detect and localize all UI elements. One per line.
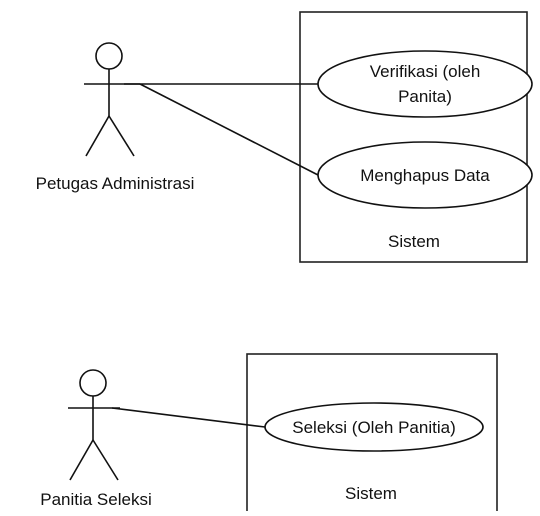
system-label-2: Sistem <box>345 484 397 503</box>
actor-right-leg <box>92 439 119 481</box>
system-label-1: Sistem <box>388 232 440 251</box>
association-line-menghapus <box>139 83 319 176</box>
use-case-diagram-2: Panitia Seleksi Seleksi (Oleh Panitia) S… <box>40 353 498 515</box>
actor-right-leg <box>108 115 135 157</box>
use-case-seleksi <box>264 402 484 452</box>
use-case-verifikasi <box>317 50 533 118</box>
actor-petugas-administrasi <box>84 42 140 157</box>
actor-label-panitia: Panitia Seleksi <box>40 490 152 509</box>
use-case-verifikasi-line-2: Panita) <box>398 87 452 106</box>
use-case-menghapus-data-label: Menghapus Data <box>360 166 490 185</box>
actor-head <box>95 42 123 70</box>
system-boundary-1 <box>299 11 528 263</box>
association-line-seleksi <box>111 407 266 428</box>
use-case-verifikasi-line-1: Verifikasi (oleh <box>370 62 481 81</box>
actor-left-leg <box>69 439 94 481</box>
use-case-seleksi-label: Seleksi (Oleh Panitia) <box>292 418 455 437</box>
actor-panitia-seleksi <box>68 369 120 481</box>
use-case-menghapus-data <box>317 141 533 209</box>
actor-head <box>79 369 107 397</box>
actor-label-petugas: Petugas Administrasi <box>36 174 195 193</box>
actor-left-leg <box>85 115 110 157</box>
use-case-diagram-1: Petugas Administrasi Verifikasi (oleh Pa… <box>36 11 533 263</box>
